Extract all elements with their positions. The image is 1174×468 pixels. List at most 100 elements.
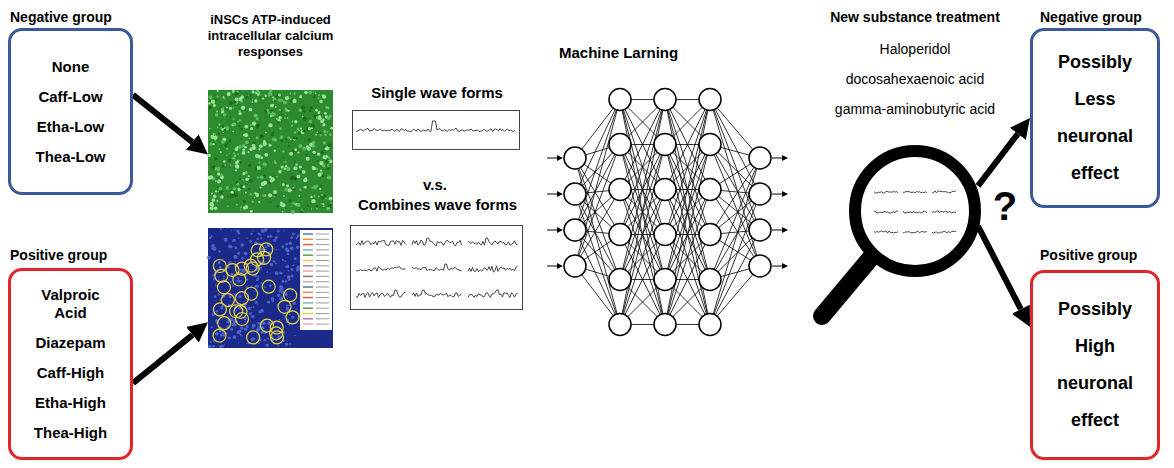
cell-dot	[299, 165, 302, 168]
cell-dot	[255, 284, 258, 287]
cell-dot	[270, 202, 271, 203]
roi-legend-tick	[316, 234, 329, 235]
cell-dot	[327, 107, 329, 109]
cell-dot	[274, 149, 277, 152]
cell-dot	[290, 93, 291, 94]
cell-dot	[313, 195, 315, 197]
cell-dot	[322, 123, 325, 126]
cell-dot	[285, 161, 287, 163]
cell-dot	[328, 156, 330, 158]
roi-legend-ticks	[316, 234, 329, 324]
cell-dot	[240, 209, 242, 211]
cell-dot	[321, 203, 322, 204]
cell-dot	[265, 246, 267, 248]
roi-legend-swatch	[303, 233, 313, 235]
comparison-label: v.s.	[405, 176, 465, 193]
cell-dot	[287, 117, 289, 119]
cell-dot	[259, 144, 263, 148]
roi-legend-swatch	[303, 260, 313, 262]
cell-dot	[252, 230, 253, 231]
cell-dot	[311, 208, 312, 209]
cell-dot	[304, 91, 308, 95]
io-arrow-head	[782, 191, 788, 197]
neuron	[654, 224, 676, 246]
cell-dot	[298, 131, 301, 134]
cell-dot	[298, 144, 302, 148]
cell-dot	[256, 117, 259, 120]
substance-name: docosahexaenoic acid	[790, 71, 1040, 88]
cell-dot	[254, 99, 257, 102]
cell-dot	[260, 156, 263, 159]
roi-circle	[245, 287, 258, 300]
network-link	[665, 190, 710, 325]
cell-dot	[273, 98, 277, 102]
cell-dot	[217, 293, 219, 295]
cell-dot	[296, 237, 298, 239]
cell-dot	[268, 123, 272, 127]
cell-dot	[261, 283, 262, 284]
group-heading: Positive group	[1040, 247, 1137, 264]
cell-dot	[302, 116, 304, 118]
cell-dot	[217, 126, 219, 128]
cell-dot	[249, 132, 250, 133]
cell-dot	[214, 207, 218, 211]
cell-dot	[215, 190, 217, 192]
cell-dot	[307, 204, 310, 207]
cell-dot	[213, 135, 217, 139]
cell-dot	[302, 130, 305, 133]
io-arrow-line	[772, 266, 783, 267]
roi-legend-tick	[316, 265, 329, 266]
cell-dot	[285, 280, 288, 283]
cell-dot	[284, 108, 287, 111]
neuron	[609, 134, 631, 156]
cell-dot	[208, 345, 212, 349]
cell-dot	[231, 191, 234, 194]
cell-dot	[235, 164, 239, 168]
calcium-image-texture	[207, 89, 333, 214]
cell-dot	[223, 275, 225, 277]
cell-dot	[211, 248, 213, 250]
cell-dot	[257, 336, 259, 338]
cell-dot	[232, 157, 235, 160]
cell-dot	[216, 111, 218, 113]
cell-dot	[282, 150, 284, 152]
cell-dot	[256, 238, 258, 240]
cell-dot	[271, 132, 274, 135]
cell-dot	[280, 114, 282, 116]
cell-dot	[299, 171, 301, 173]
cell-dot	[315, 109, 318, 112]
cell-dot	[208, 106, 211, 109]
roi-legend-tick	[316, 244, 329, 245]
cell-dot	[283, 195, 285, 197]
cell-dot	[268, 182, 270, 184]
neuron	[564, 183, 586, 205]
cell-dot	[212, 345, 215, 348]
cell-dot	[253, 142, 256, 145]
cell-dot	[273, 239, 276, 242]
cell-dot	[322, 164, 326, 168]
cell-dot	[264, 95, 266, 97]
cell-dot	[220, 151, 222, 153]
cell-dot	[329, 133, 332, 136]
cell-dot	[298, 195, 300, 197]
treatment-item: Thea-Low	[27, 148, 115, 166]
cell-dot	[286, 304, 288, 306]
io-arrow-line	[547, 194, 558, 195]
cell-dot	[279, 319, 280, 320]
calcium-image	[208, 90, 333, 213]
cell-dot	[237, 154, 239, 156]
cell-dot	[237, 121, 238, 122]
cell-dot	[287, 253, 289, 255]
cell-dot	[312, 144, 315, 147]
cell-dot	[256, 90, 259, 93]
cell-dot	[328, 160, 330, 162]
cell-dot	[300, 127, 302, 129]
cell-dot	[267, 337, 269, 339]
cell-dot	[270, 115, 272, 117]
cell-dot	[325, 159, 329, 163]
roi-legend-tick	[316, 260, 329, 261]
cell-dot	[244, 327, 247, 330]
neuron	[749, 219, 771, 241]
io-arrow-line	[772, 194, 783, 195]
cell-dot	[245, 96, 248, 99]
